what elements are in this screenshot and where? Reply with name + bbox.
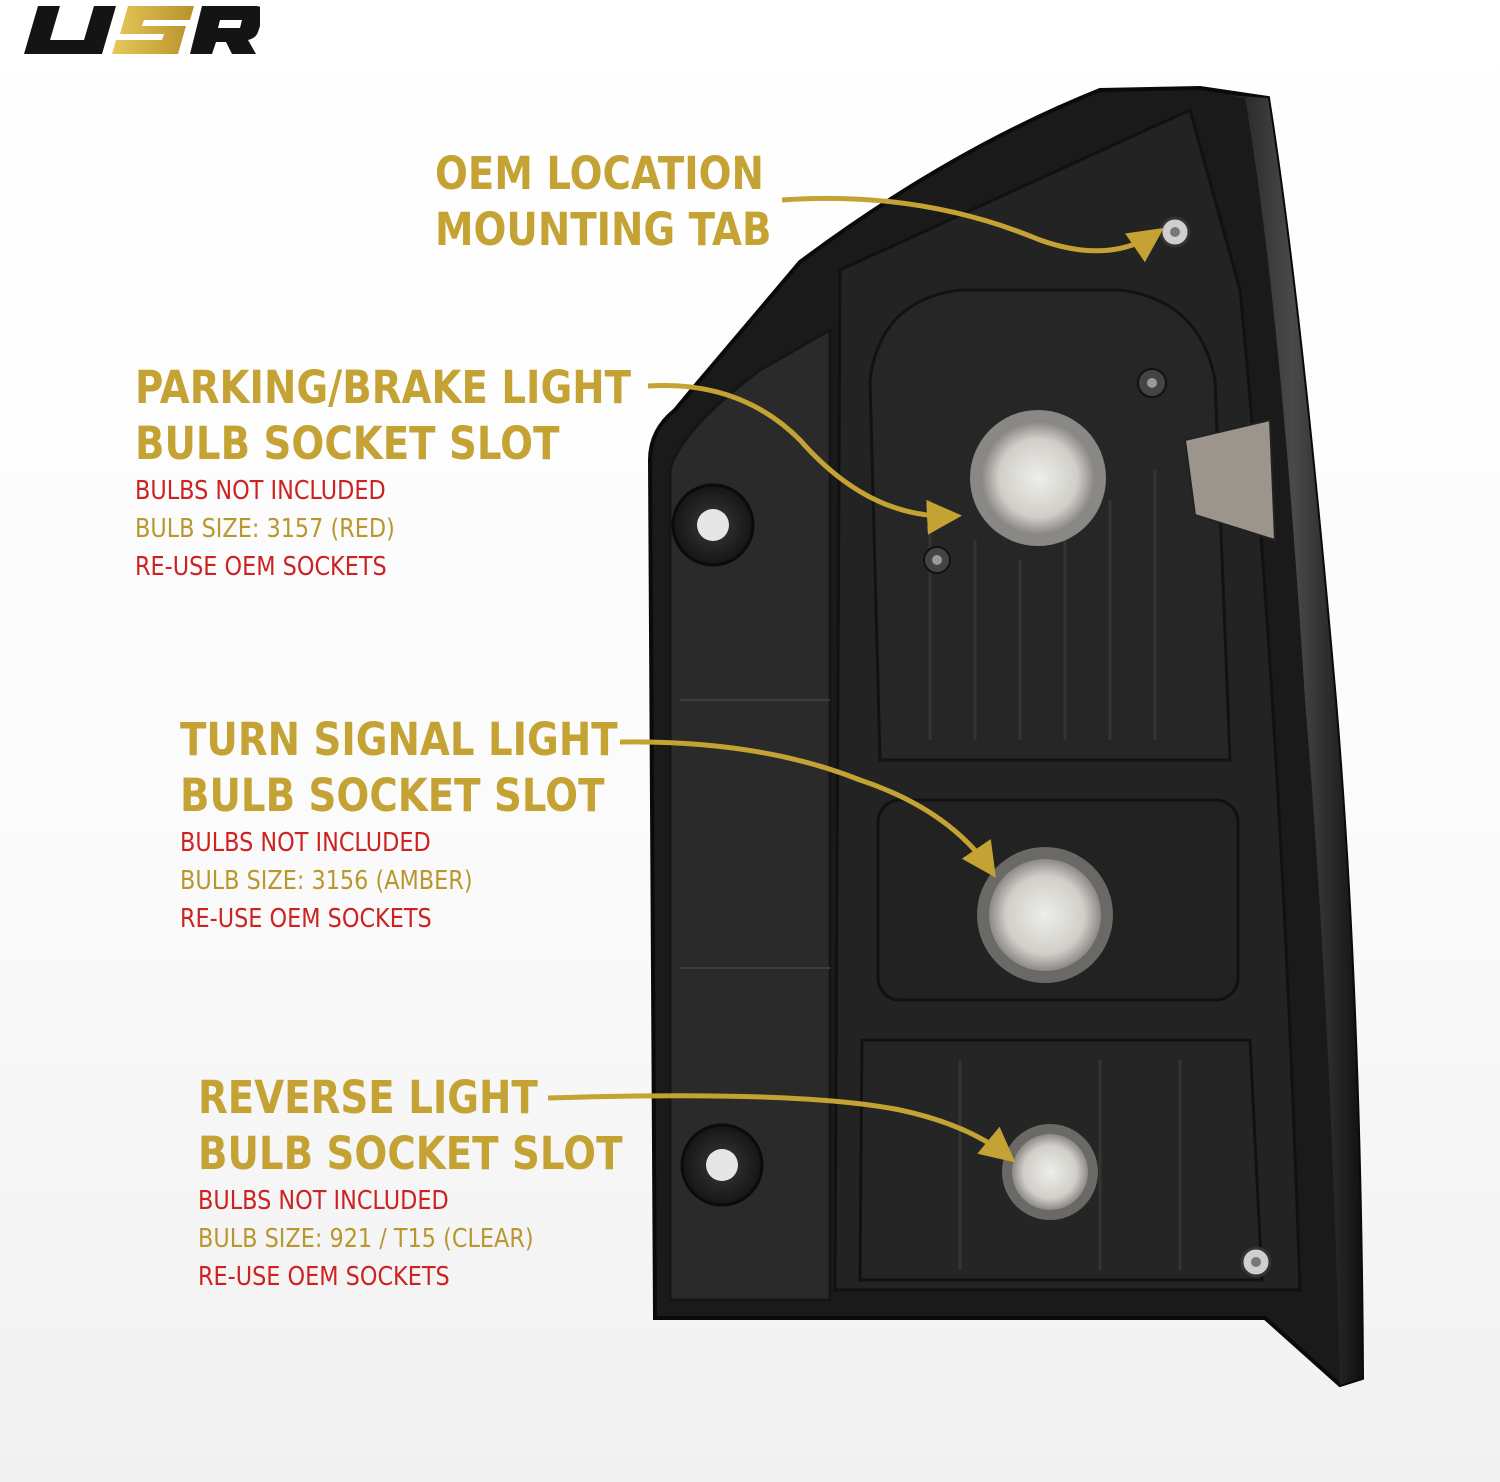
oem-tab-callout: OEM LOCATION MOUNTING TAB: [435, 146, 826, 258]
reverse-title-line2: BULB SOCKET SLOT: [198, 1127, 623, 1180]
turn-signal-title-line2: BULB SOCKET SLOT: [180, 769, 605, 822]
usr-logo: [24, 6, 260, 54]
reverse-title-line1: REVERSE LIGHT: [198, 1071, 538, 1124]
parking-brake-note-size: BULB SIZE: 3157 (RED): [135, 514, 395, 544]
reverse-note-size: BULB SIZE: 921 / T15 (CLEAR): [198, 1224, 534, 1254]
parking-brake-note-sockets: RE-USE OEM SOCKETS: [135, 552, 387, 582]
lens-edge: [1225, 95, 1362, 1385]
parking-brake-callout: PARKING/BRAKE LIGHT BULB SOCKET SLOT BUL…: [135, 360, 712, 586]
parking-brake-title-line1: PARKING/BRAKE LIGHT: [135, 361, 632, 414]
side-bracket: [1183, 418, 1277, 542]
left-rail: [668, 327, 832, 1302]
oem-tab-title-line1: OEM LOCATION: [435, 147, 764, 200]
parking-brake-title-line2: BULB SOCKET SLOT: [135, 417, 560, 470]
reverse-note-bulbs: BULBS NOT INCLUDED: [198, 1186, 449, 1216]
reverse-arrow: [547, 1093, 1016, 1163]
turn-signal-callout: TURN SIGNAL LIGHT BULB SOCKET SLOT BULBS…: [180, 712, 689, 938]
oem-tab-title-line2: MOUNTING TAB: [435, 203, 772, 256]
reverse-note-sockets: RE-USE OEM SOCKETS: [198, 1262, 450, 1292]
turn-signal-title-line1: TURN SIGNAL LIGHT: [180, 713, 618, 766]
brake-arrow: [647, 382, 962, 535]
turn-signal-note-sockets: RE-USE OEM SOCKETS: [180, 904, 432, 934]
turn-signal-note-bulbs: BULBS NOT INCLUDED: [180, 828, 431, 858]
reverse-callout: REVERSE LIGHT BULB SOCKET SLOT BULBS NOT…: [198, 1070, 692, 1296]
turn-arrow: [619, 739, 996, 878]
parking-brake-note-bulbs: BULBS NOT INCLUDED: [135, 476, 386, 506]
turn-signal-note-size: BULB SIZE: 3156 (AMBER): [180, 866, 473, 896]
oem-tab-arrow: [781, 195, 1164, 263]
